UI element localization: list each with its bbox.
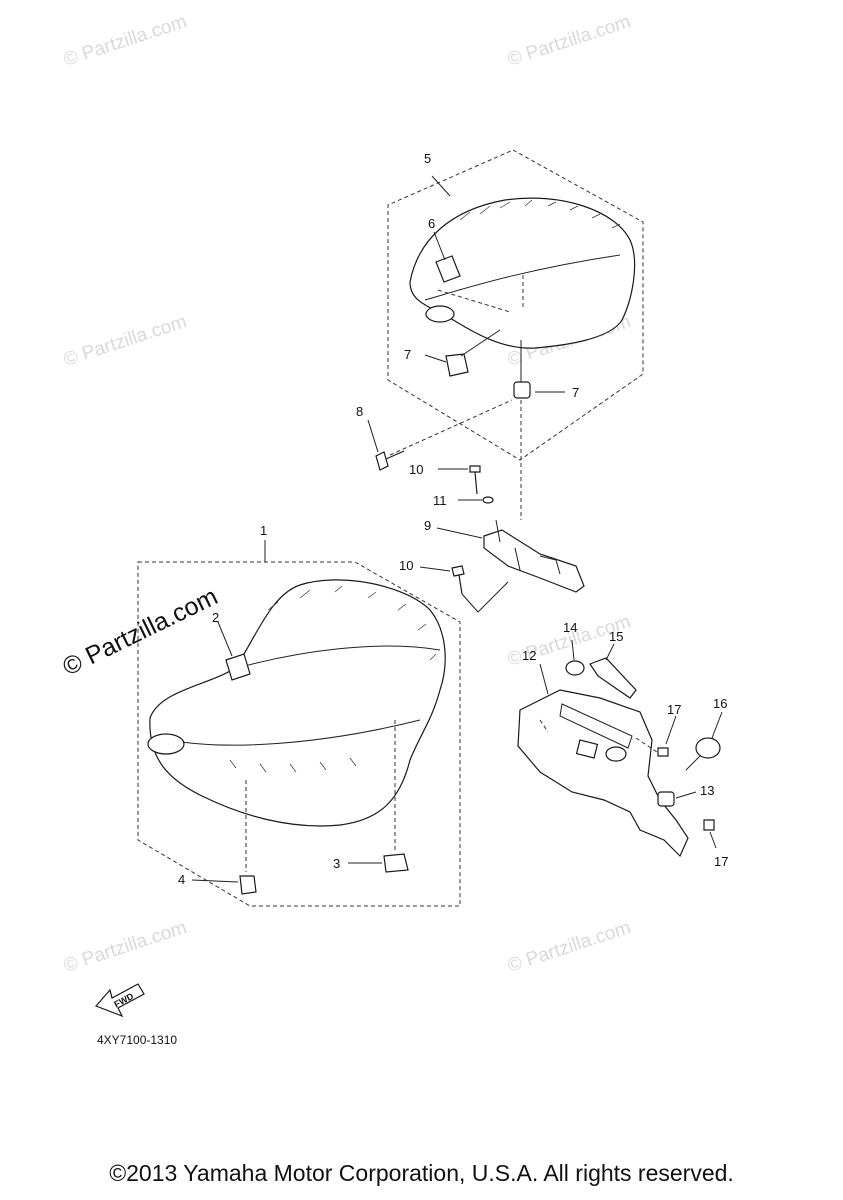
damper-13 — [657, 791, 675, 807]
callout-6: 6 — [428, 216, 435, 231]
rider-seat-tab — [225, 653, 251, 681]
watermark-large: © Partzilla.com — [58, 582, 222, 681]
callout-13: 13 — [700, 783, 714, 798]
rider-seat-underside — [147, 733, 185, 755]
watermark-mid-left: © Partzilla.com — [61, 311, 189, 371]
callout-3: 3 — [333, 856, 340, 871]
callout-10-bottom: 10 — [399, 558, 413, 573]
callout-2: 2 — [212, 610, 219, 625]
copyright-notice: ©2013 Yamaha Motor Corporation, U.S.A. A… — [109, 1160, 734, 1186]
side-cover-group — [517, 639, 723, 858]
screw-17-top — [657, 747, 669, 757]
watermark-bottom-left: © Partzilla.com — [61, 917, 189, 977]
callout-15: 15 — [609, 629, 623, 644]
callout-14: 14 — [563, 620, 577, 635]
watermark-bottom-right: © Partzilla.com — [505, 917, 633, 977]
callout-9: 9 — [424, 518, 431, 533]
cover-hole — [605, 746, 627, 762]
cover-slot — [575, 739, 599, 759]
callout-17-top: 17 — [667, 702, 681, 717]
callout-10-top: 10 — [409, 462, 423, 477]
washer-11 — [482, 496, 494, 504]
watermark-top-left: © Partzilla.com — [61, 11, 189, 71]
callout-5: 5 — [424, 151, 431, 166]
grommet-14 — [565, 660, 585, 676]
diagram-code: 4XY7100-1310 — [97, 1033, 177, 1047]
passenger-seat-group — [387, 149, 644, 520]
rider-seat-outline — [137, 561, 461, 907]
callout-11: 11 — [433, 493, 447, 508]
screw-17-bottom — [703, 819, 715, 831]
bracket-9 — [483, 529, 585, 593]
bolt-10-bottom — [451, 565, 465, 595]
damper-7-right — [513, 381, 531, 399]
damper-7-left — [445, 353, 469, 377]
fwd-arrow-icon: FWD — [94, 983, 145, 1018]
nut-4 — [239, 875, 257, 895]
side-cover-12 — [517, 689, 689, 858]
bracket-group — [367, 419, 585, 613]
callout-8: 8 — [356, 404, 363, 419]
callout-17-bottom: 17 — [714, 854, 728, 869]
bolt-8 — [375, 450, 405, 471]
rider-seat — [149, 579, 446, 827]
callout-7-right: 7 — [572, 385, 579, 400]
passenger-seat-outline — [387, 149, 644, 461]
callout-7-left: 7 — [404, 347, 411, 362]
band-15 — [589, 657, 637, 699]
callout-1: 1 — [260, 523, 267, 538]
bolt-10-top — [469, 465, 481, 495]
callout-12: 12 — [522, 648, 536, 663]
callout-4: 4 — [178, 872, 185, 887]
watermark-top-right: © Partzilla.com — [505, 11, 633, 71]
callout-16: 16 — [713, 696, 727, 711]
passenger-seat-tab — [435, 255, 461, 283]
damper-3 — [383, 853, 409, 873]
passenger-seat-underside — [425, 305, 455, 323]
grommet-16 — [695, 737, 721, 759]
rider-seat-group — [137, 540, 461, 907]
